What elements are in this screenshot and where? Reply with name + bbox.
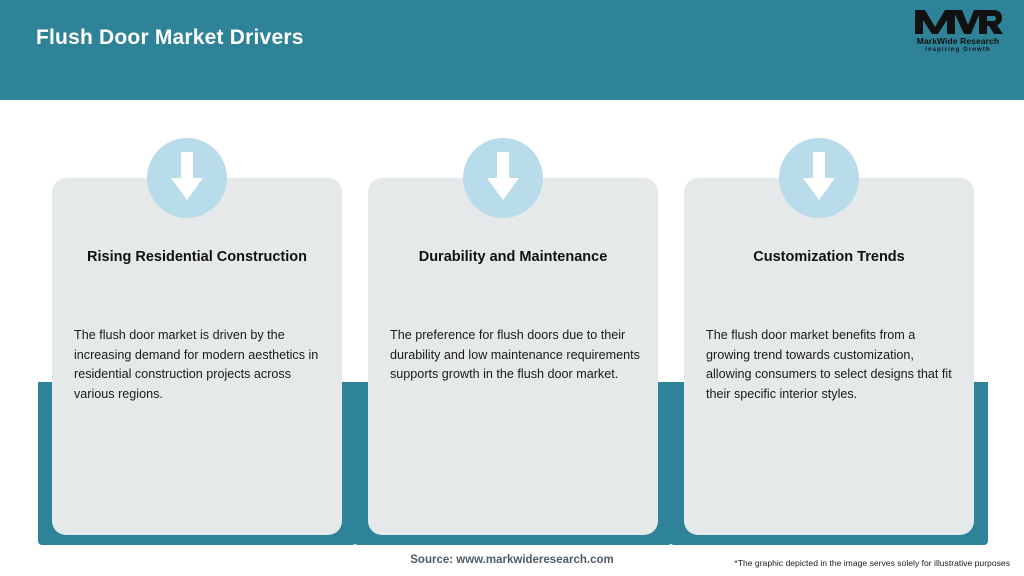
- driver-card-3: Customization Trends The flush door mark…: [670, 138, 988, 546]
- header-banner: Flush Door Market Drivers MarkWide Resea…: [0, 0, 1024, 100]
- card-body-text: The flush door market benefits from a gr…: [706, 328, 952, 401]
- mwr-monogram-icon: [904, 8, 1012, 36]
- card-body-text: The flush door market is driven by the i…: [74, 328, 319, 401]
- arrow-down-icon: [463, 138, 543, 218]
- card-title: Customization Trends: [753, 249, 905, 265]
- logo-company-name: MarkWide Research: [916, 36, 1000, 46]
- card-panel: Durability and Maintenance The preferenc…: [368, 178, 658, 535]
- card-title: Rising Residential Construction: [87, 249, 307, 265]
- markwide-research-logo: MarkWide Research Inspiring Growth: [904, 8, 1012, 60]
- source-label: Source: www.markwideresearch.com: [410, 554, 614, 566]
- logo-tagline: Inspiring Growth: [925, 47, 991, 53]
- arrow-down-icon: [779, 138, 859, 218]
- card-body-text: The preference for flush doors due to th…: [390, 328, 640, 381]
- page-title: Flush Door Market Drivers: [36, 26, 304, 49]
- card-panel: Rising Residential Construction The flus…: [52, 178, 342, 535]
- driver-card-2: Durability and Maintenance The preferenc…: [354, 138, 672, 546]
- driver-card-1: Rising Residential Construction The flus…: [38, 138, 356, 546]
- arrow-down-icon: [147, 138, 227, 218]
- disclaimer-note: *The graphic depicted in the image serve…: [734, 558, 1010, 568]
- card-title: Durability and Maintenance: [418, 249, 608, 265]
- card-panel: Customization Trends The flush door mark…: [684, 178, 974, 535]
